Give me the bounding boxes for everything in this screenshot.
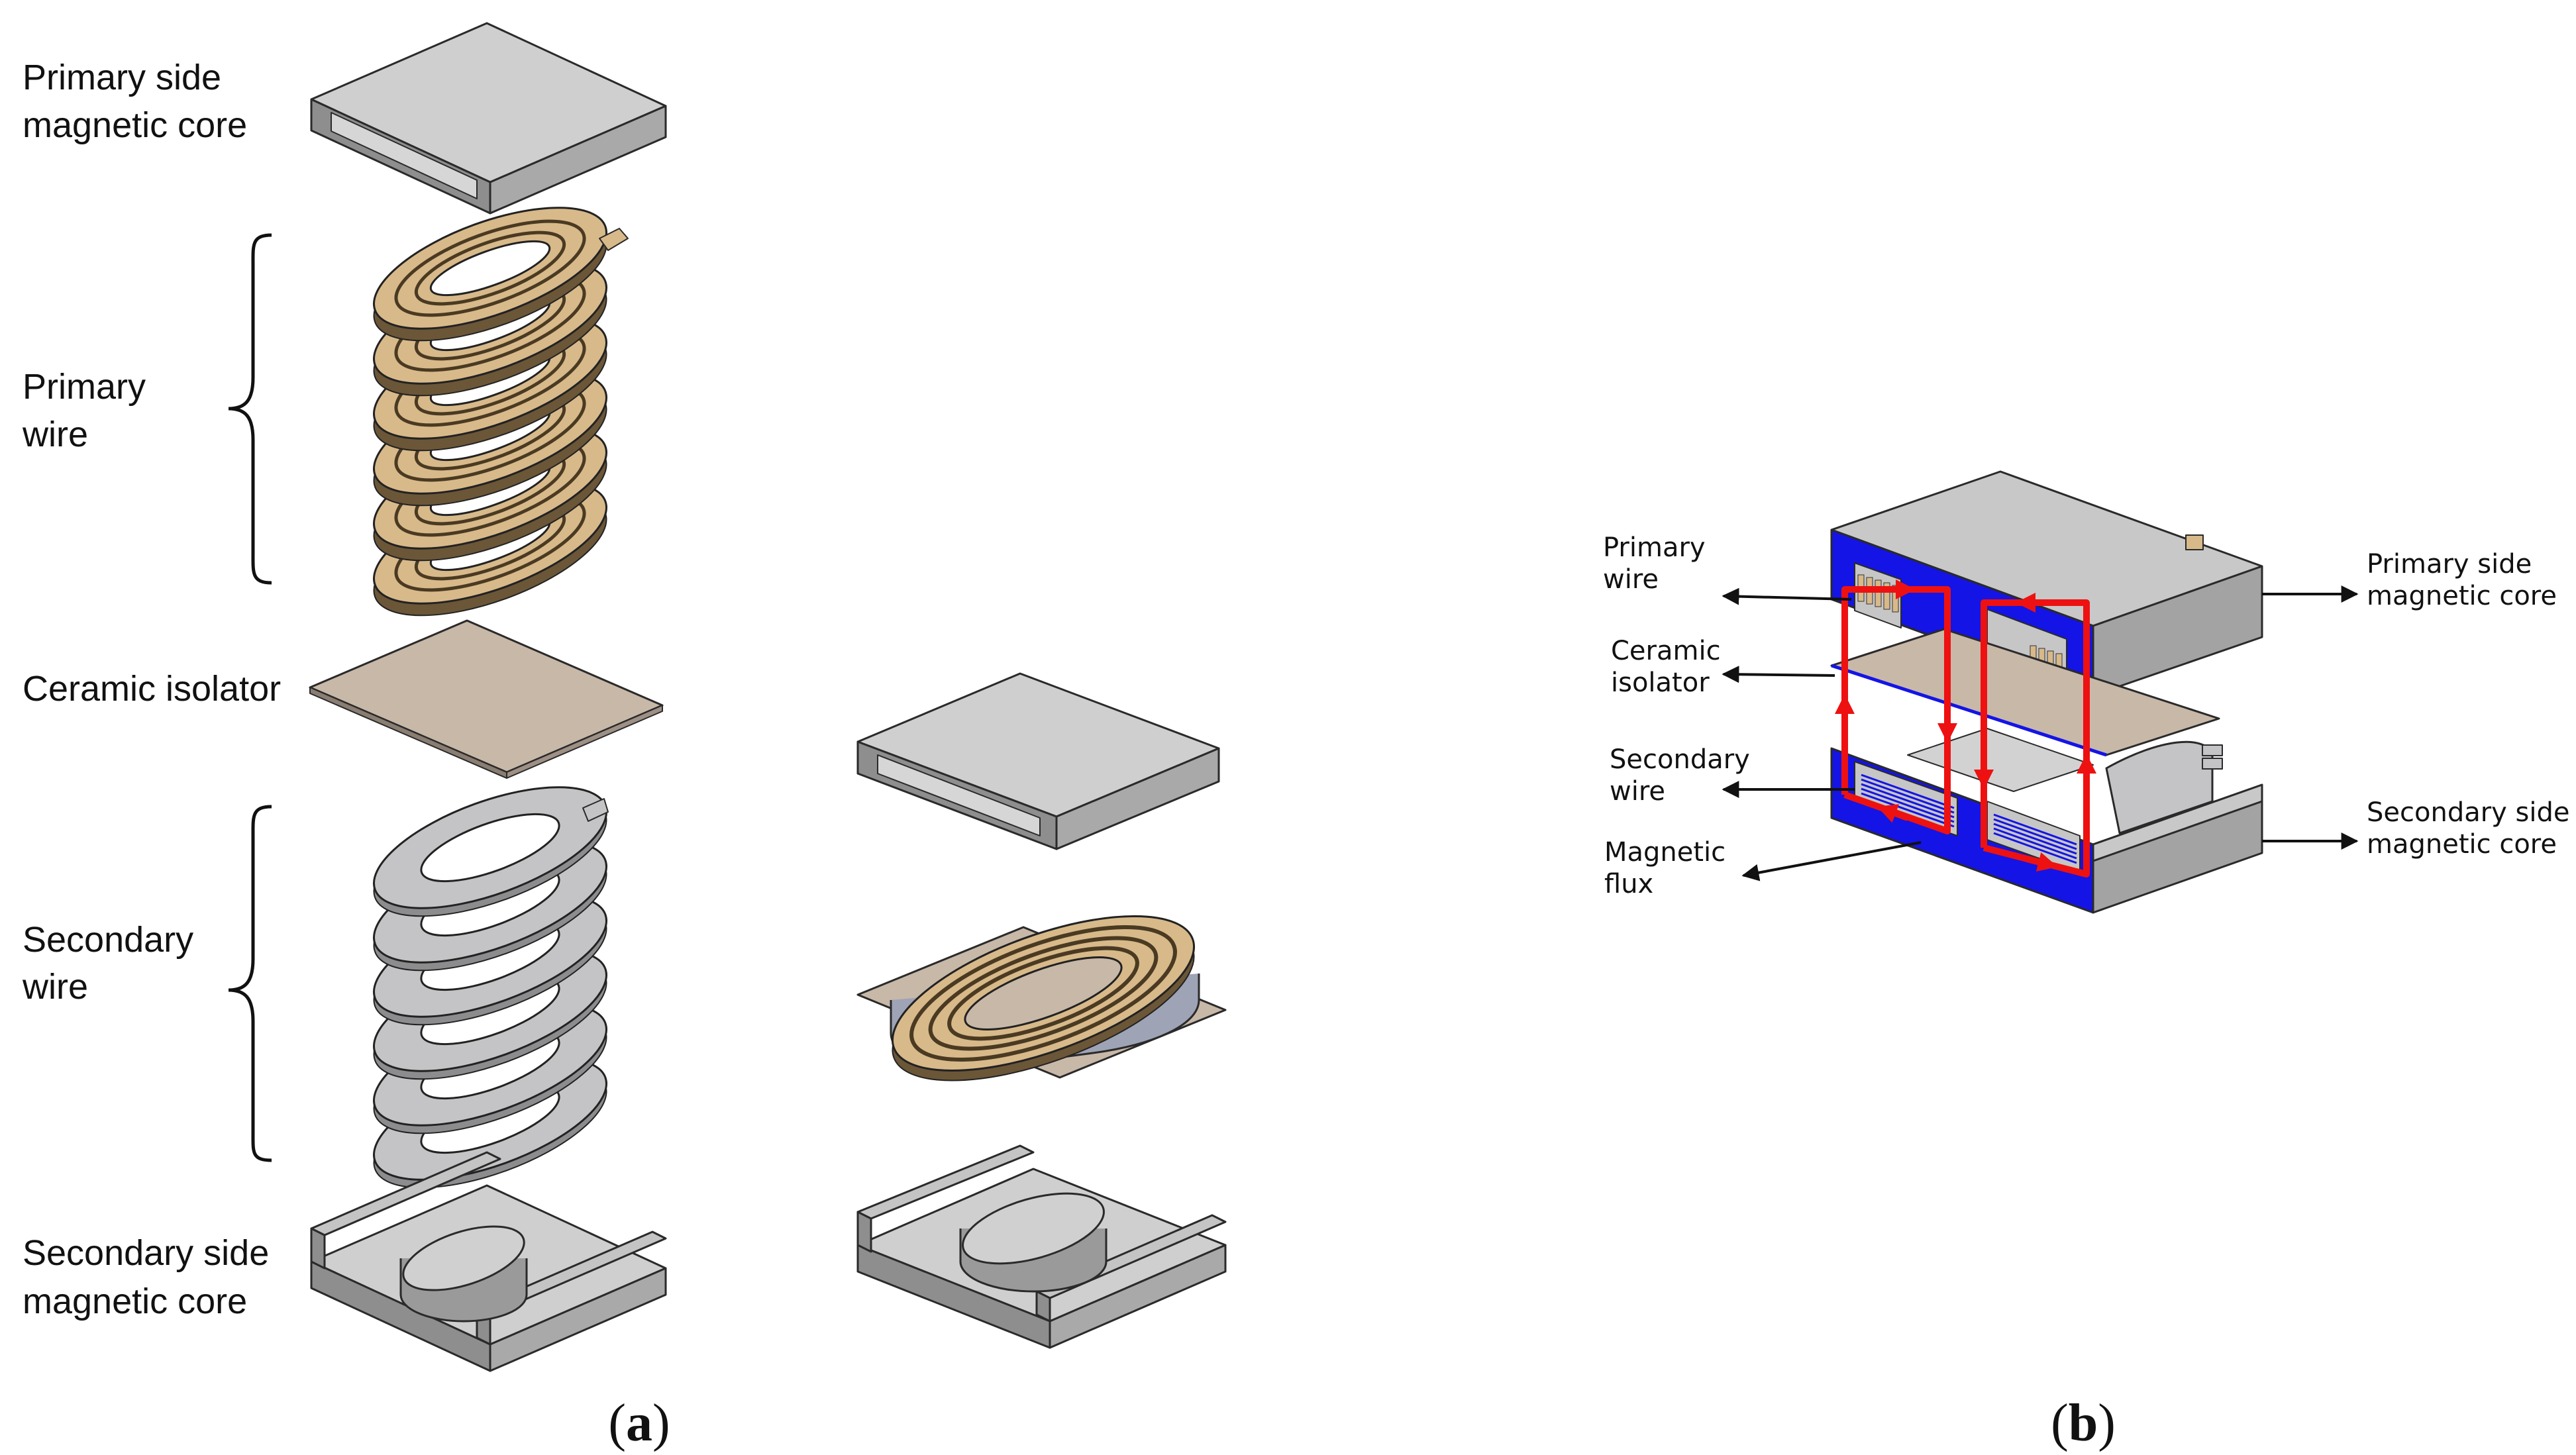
caption-a: (a): [608, 1394, 670, 1452]
arrow-icon: [1741, 841, 1922, 881]
arrow-icon: [1722, 666, 1835, 683]
curly-brace-icon: [228, 233, 272, 585]
label-secondary-core-a: Secondary side magnetic core: [23, 1233, 279, 1321]
label-secondary-core-b: Secondary side magnetic core: [2367, 797, 2576, 860]
secondary-wire-coil-a: [373, 786, 609, 1189]
label-secondary-wire-b: Secondary wire: [1610, 744, 1759, 807]
caption-b: (b): [2051, 1394, 2116, 1452]
panel-a: Primary side magnetic core Primary wire …: [22, 22, 1227, 1452]
primary-wire-coil-a: [373, 207, 629, 617]
primary-core-b: [1830, 470, 2263, 697]
panel-b: Primary wire Ceramic isolator Secondary …: [1603, 470, 2576, 1452]
ceramic-isolator-b: [1830, 628, 2220, 757]
label-magnetic-flux-b: Magnetic flux: [1604, 837, 1734, 899]
label-primary-wire-b: Primary wire: [1603, 532, 1714, 595]
label-ceramic-a: Ceramic isolator: [23, 669, 281, 709]
callout-arrows: [1722, 585, 2359, 881]
label-primary-core-b: Primary side magnetic core: [2367, 549, 2557, 611]
arrow-icon: [1722, 587, 1852, 605]
label-secondary-wire-a: Secondary wire: [22, 920, 203, 1007]
assembled-primary-core: [856, 672, 1220, 850]
label-ceramic-b: Ceramic isolator: [1611, 636, 1729, 698]
secondary-core-a: [310, 1151, 667, 1372]
primary-core-a: [310, 22, 667, 215]
label-primary-core-a: Primary side magnetic core: [23, 58, 247, 145]
label-primary-wire-a: Primary wire: [22, 367, 156, 454]
assembled-secondary-core: [856, 1144, 1227, 1349]
magnetic-flux-loops: [1835, 579, 2096, 878]
ceramic-isolator-a: [309, 619, 664, 779]
assembled-coil-and-isolator: [856, 915, 1227, 1081]
curly-brace-icon: [228, 805, 272, 1162]
secondary-core-b: [1830, 728, 2263, 914]
